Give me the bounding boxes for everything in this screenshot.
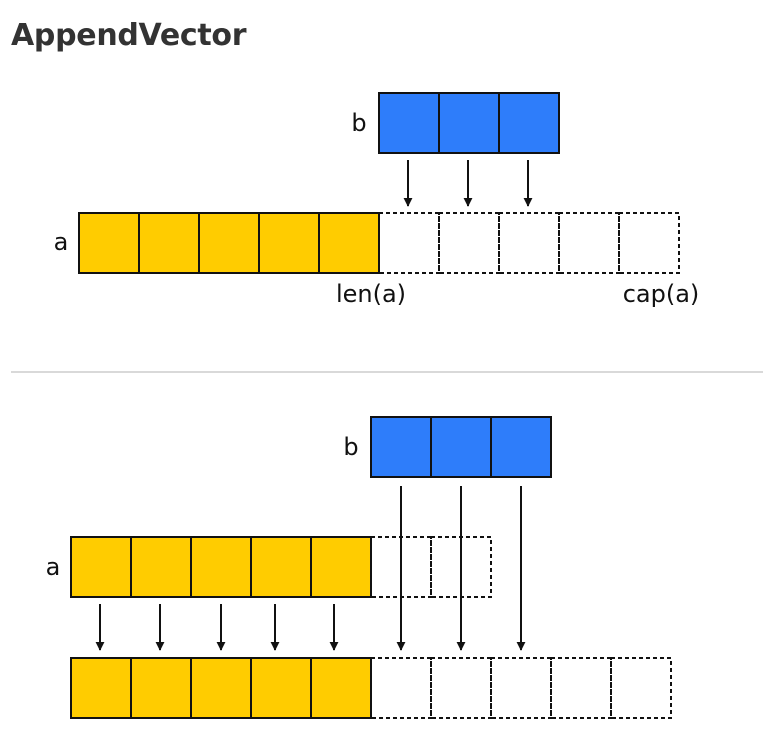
bottom-a-slice: [70, 536, 492, 598]
top-a-empty-cell: [618, 212, 680, 274]
bottom-diagram: b a: [46, 416, 672, 719]
bottom-result-empty-cell: [430, 657, 492, 719]
bottom-result-slice: [70, 657, 672, 719]
page-title: AppendVector: [11, 18, 247, 53]
top-b-cell: [498, 92, 560, 154]
bottom-result-cell: [130, 657, 192, 719]
bottom-result-cell: [190, 657, 252, 719]
top-a-empty-cell: [438, 212, 500, 274]
bottom-result-empty-cell: [550, 657, 612, 719]
bottom-a-cell: [130, 536, 192, 598]
bottom-result-empty-cell: [610, 657, 672, 719]
top-a-cell: [78, 212, 140, 274]
top-b-label: b: [351, 109, 366, 137]
bottom-b-cell: [430, 416, 492, 478]
bottom-a-label: a: [46, 553, 61, 581]
top-diagram: b a len(a) cap(a): [54, 92, 700, 308]
bottom-a-cell: [190, 536, 252, 598]
bottom-b-outline: [370, 416, 552, 478]
bottom-result-cell: [310, 657, 372, 719]
top-a-empty-cell: [558, 212, 620, 274]
bottom-result-cell: [250, 657, 312, 719]
cap-label: cap(a): [623, 280, 700, 308]
bottom-b-cell: [370, 416, 432, 478]
bottom-a-cell: [250, 536, 312, 598]
top-a-label: a: [54, 228, 69, 256]
top-a-empty-cell: [498, 212, 560, 274]
bottom-b-slice: [370, 416, 552, 478]
top-b-outline: [378, 92, 560, 154]
bottom-result-cell: [70, 657, 132, 719]
top-b-cell: [438, 92, 500, 154]
top-a-cell: [318, 212, 380, 274]
top-a-slice: [78, 212, 680, 274]
top-a-cell: [198, 212, 260, 274]
bottom-result-empty-cell: [370, 657, 432, 719]
top-a-outline: [78, 212, 380, 274]
bottom-result-empty-cell: [490, 657, 552, 719]
top-a-cell: [138, 212, 200, 274]
top-copy-arrows: [403, 160, 533, 207]
len-label: len(a): [336, 280, 406, 308]
bottom-b-label: b: [343, 433, 358, 461]
bottom-a-cell: [310, 536, 372, 598]
top-a-empty-cell: [378, 212, 440, 274]
bottom-b-cell: [490, 416, 552, 478]
top-b-slice: [378, 92, 560, 154]
top-a-cell: [258, 212, 320, 274]
bottom-a-cell: [70, 536, 132, 598]
bottom-a-outline: [70, 536, 372, 598]
bottom-copy-arrows: [95, 486, 526, 651]
top-b-cell: [378, 92, 440, 154]
bottom-result-outline: [70, 657, 372, 719]
